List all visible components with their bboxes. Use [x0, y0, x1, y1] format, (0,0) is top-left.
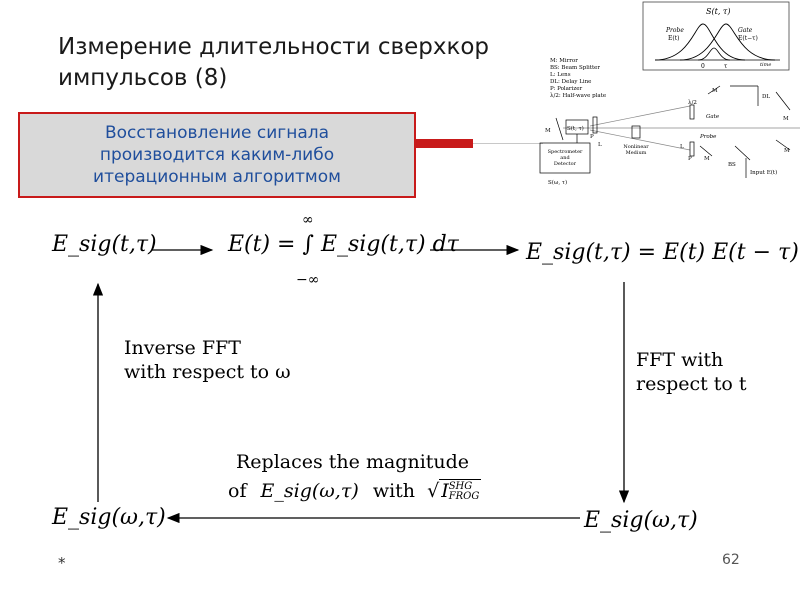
gate-func-label: E(t−τ): [738, 35, 758, 42]
legend-item: M: Mirror: [550, 58, 578, 64]
axis-time-label: time: [760, 62, 771, 68]
frog-setup-diagram: S(t, τ) Probe E(t) Gate E(t−τ) 0 τ time …: [539, 1, 800, 186]
label-m-bottom: M: [704, 156, 710, 162]
integral-upper-limit: ∞: [302, 212, 314, 228]
page-number: 62: [722, 552, 740, 568]
mirror-upper-right: [707, 85, 721, 95]
replace-of: of: [228, 480, 247, 502]
callout-box: Восстановление сигнала производится каки…: [18, 112, 416, 198]
callout-pointer-bar: [416, 139, 473, 148]
mirror-lower: [699, 145, 713, 157]
beam-upper: [589, 105, 691, 127]
label-m-right: M: [783, 116, 789, 122]
spectrometer-box: [539, 142, 591, 174]
flow-step-5: E_sig(ω,τ): [52, 505, 166, 530]
beam-splitter: [734, 145, 751, 161]
flow-step-3: E_sig(t,τ) = E(t) E(t − τ): [526, 240, 799, 265]
frog-intensity: I: [441, 480, 449, 502]
optical-labels: M S(t, τ) P L S(ω, τ) λ/2 Gate Probe M D…: [545, 88, 790, 186]
probe-func-label: E(t): [668, 35, 679, 42]
legend-item: P: Polarizer: [550, 86, 582, 92]
legend-item: BS: Beam Splitter: [550, 65, 600, 71]
polarizer-left: [592, 116, 598, 134]
mirror-right: [775, 91, 791, 111]
label-l-left: L: [598, 142, 602, 148]
callout-connector-line: [473, 143, 543, 144]
slide-title: Измерение длительности сверхкор импульсо…: [58, 34, 490, 91]
label-probe-beam: Probe: [699, 134, 717, 140]
mirror-left: [555, 117, 564, 141]
replace-with: with: [372, 480, 416, 502]
label-replaces-magnitude: Replaces the magnitude: [236, 451, 470, 473]
frog-flow-diagram: [92, 244, 630, 524]
replace-e-sig: E_sig(ω,τ): [260, 480, 359, 502]
frog-superscript: SHG: [448, 481, 473, 492]
label-spectrum: S(ω, τ): [548, 179, 567, 186]
gate-pulse-curve: [679, 23, 776, 61]
label-l-probe: L: [680, 144, 684, 150]
label-gate-beam: Gate: [706, 114, 720, 120]
legend-item: λ/2: Half-wave plate: [550, 93, 606, 99]
flow-step-4: E_sig(ω,τ): [584, 508, 698, 533]
gate-label: Gate: [738, 27, 753, 34]
mirror-bottom-right: [775, 139, 791, 151]
label-half-wave: λ/2: [688, 100, 697, 106]
sqrt-symbol: √: [427, 480, 440, 502]
label-bs: BS: [728, 162, 736, 168]
component-legend: M: Mirror BS: Beam Splitter L: Lens DL: …: [550, 58, 606, 99]
label-p-probe: P: [688, 156, 692, 162]
medium-block: [631, 125, 641, 139]
label-m-top: M: [712, 88, 718, 94]
legend-item: L: Lens: [550, 72, 571, 78]
beam-lower: [589, 129, 691, 151]
flow-step-2: E(t) = ∫ E_sig(t,τ) dτ: [228, 232, 459, 257]
polarizer-gate: [689, 104, 695, 120]
frog-subscript: FROG: [448, 491, 480, 502]
label-inverse-fft: Inverse FFT with respect to ω: [124, 337, 291, 383]
axis-zero-label: 0: [701, 63, 705, 70]
probe-pulse-curve: [654, 23, 746, 61]
optical-layout: [539, 85, 800, 178]
label-fft: FFT with respect to t: [636, 349, 747, 395]
flow-step-1: E_sig(t,τ): [52, 232, 157, 257]
label-s-t-tau: S(t, τ): [567, 125, 584, 132]
footer-marker: *: [58, 554, 66, 572]
overlap-signal-curve: [697, 47, 731, 61]
label-m-bottom-right: M: [784, 148, 790, 154]
probe-label: Probe: [665, 27, 684, 34]
label-dl: DL: [762, 94, 770, 100]
integral-lower-limit: −∞: [296, 272, 320, 288]
legend-item: DL: Delay Line: [550, 79, 591, 85]
label-p-left: P: [590, 134, 594, 140]
label-m-left: M: [545, 128, 551, 134]
axis-tau-label: τ: [724, 63, 728, 70]
pulse-plot-title: S(t, τ): [706, 7, 730, 16]
flow-step-2-expression: E(t) = ∫ E_sig(t,τ) dτ: [228, 232, 459, 257]
label-input: Input E(t): [750, 169, 777, 176]
polarizer-probe: [689, 141, 695, 157]
